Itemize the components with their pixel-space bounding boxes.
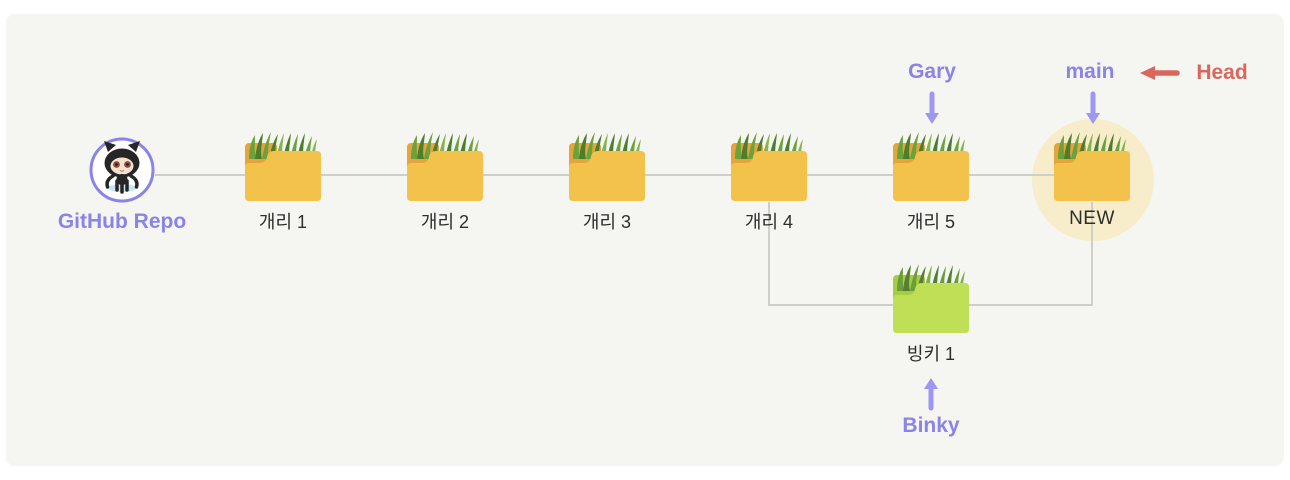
commit-label: 개리 2 — [420, 212, 470, 232]
commit-label: 개리 4 — [744, 212, 794, 232]
gary-pointer-label: Gary — [908, 60, 956, 83]
commit-node-5: 개리 5 — [889, 127, 973, 234]
commit-label: 개리 5 — [906, 212, 956, 232]
branch-folder-icon — [893, 264, 969, 333]
commit-folder-icon — [893, 132, 969, 201]
main-pointer-label: main — [1065, 60, 1115, 83]
branch-commit-label: 빙키 1 — [906, 344, 956, 364]
commit-node-4: 개리 4 — [727, 127, 811, 234]
branch-commit-node: 빙키 1 — [889, 259, 973, 366]
commit-label: 개리 3 — [582, 212, 632, 232]
commit-node-new: NEW — [1050, 127, 1134, 230]
commit-folder-icon — [1054, 132, 1130, 201]
commit-node-3: 개리 3 — [565, 127, 649, 234]
github-repo-label: GitHub Repo — [57, 210, 187, 233]
binky-pointer-label: Binky — [902, 414, 960, 437]
commit-node-2: 개리 2 — [403, 127, 487, 234]
commit-folder-icon — [731, 132, 807, 201]
commit-folder-icon — [245, 132, 321, 201]
commit-label: NEW — [1069, 208, 1115, 229]
head-pointer-label: Head — [1196, 61, 1248, 84]
github-octocat-icon — [89, 137, 155, 203]
commit-folder-icon — [569, 132, 645, 201]
commit-folder-icon — [407, 132, 483, 201]
commit-label: 개리 1 — [258, 212, 308, 232]
commit-node-1: 개리 1 — [241, 127, 325, 234]
github-repo-node: GitHub Repo — [58, 136, 186, 234]
